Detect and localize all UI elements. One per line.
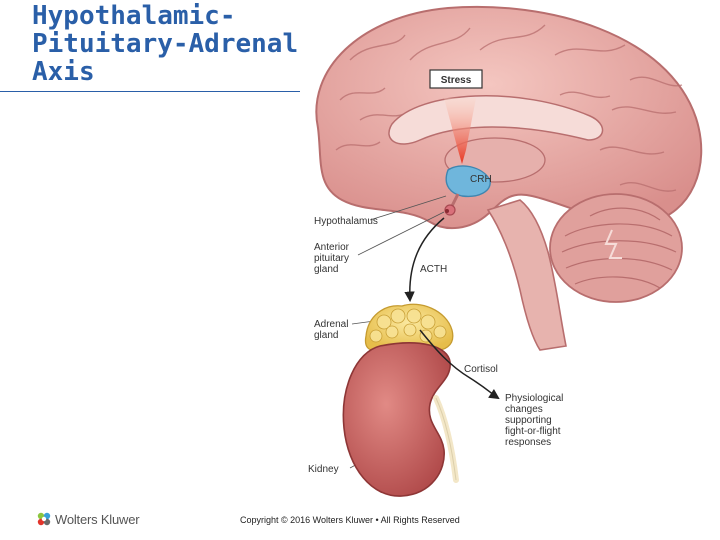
title-line-3: Axis	[32, 57, 95, 87]
kidney-label: Kidney	[308, 464, 339, 475]
physio-line-2: changes	[505, 404, 543, 415]
stress-box	[429, 69, 483, 89]
physio-line-4: fight-or-flight	[505, 426, 561, 437]
logo-icon	[37, 512, 51, 526]
stress-label: Stress	[441, 75, 472, 86]
stress-indicator: Stress	[429, 69, 483, 164]
acth-label: ACTH	[420, 264, 447, 275]
physio-line-1: Physiological	[505, 393, 563, 404]
copyright-notice: Copyright © 2016 Wolters Kluwer • All Ri…	[240, 515, 460, 525]
title-underline	[0, 91, 300, 92]
logo-text: Wolters Kluwer	[55, 511, 140, 527]
adrenal-gland	[364, 303, 454, 352]
title-line-1: Hypothalamic-	[32, 1, 236, 31]
wolters-kluwer-logo: Wolters Kluwer	[36, 511, 140, 527]
adrenal-gland-label: Adrenal gland	[314, 319, 351, 341]
anterior-pituitary-line-3: gland	[314, 264, 338, 275]
corpus-callosum	[388, 95, 604, 145]
kidney	[342, 342, 459, 497]
anterior-pituitary-line-2: pituitary	[314, 253, 349, 264]
physio-line-5: responses	[505, 437, 551, 448]
hypothalamus-region	[445, 165, 491, 198]
adrenal-gland-line-2: gland	[314, 330, 338, 341]
anterior-pituitary-line-1: Anterior	[314, 242, 350, 253]
adrenal-gland-line-1: Adrenal	[314, 319, 348, 330]
stress-arrow	[444, 98, 476, 164]
cortisol-arrow	[419, 329, 500, 400]
crh-label: CRH	[470, 174, 492, 185]
anterior-pituitary-label: Anterior pituitary gland	[314, 242, 352, 275]
physiological-changes-label: Physiological changes supporting fight-o…	[505, 393, 566, 448]
title-line-2: Pituitary-Adrenal	[32, 29, 299, 59]
hypothalamus-label: Hypothalamus	[314, 216, 378, 227]
physio-line-3: supporting	[505, 415, 552, 426]
cortisol-label: Cortisol	[464, 364, 498, 375]
cerebellum	[549, 193, 683, 303]
anterior-pituitary-dot	[445, 209, 449, 213]
pituitary-stalk	[450, 193, 460, 207]
acth-arrow	[404, 217, 445, 303]
slide-title: Hypothalamic- Pituitary-Adrenal Axis	[32, 2, 312, 86]
brainstem	[486, 199, 567, 351]
brain	[315, 5, 703, 351]
